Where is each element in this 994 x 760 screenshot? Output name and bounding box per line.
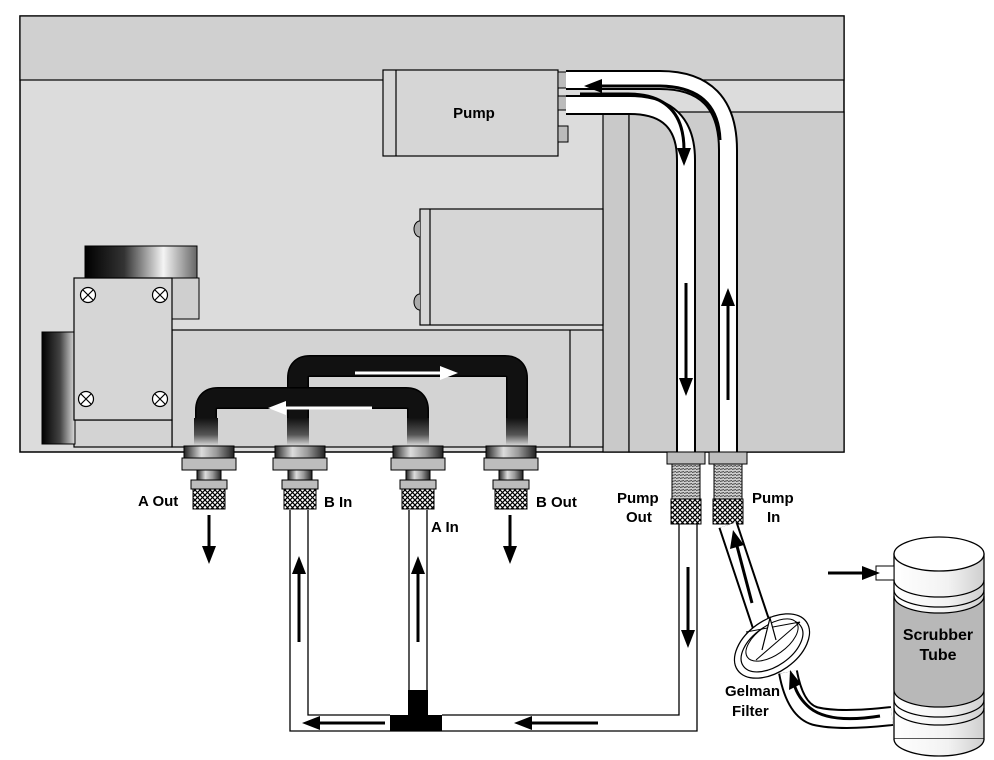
arrow-left-icon (514, 716, 598, 730)
a-in-label: A In (431, 519, 459, 536)
fitting-a-out[interactable] (181, 445, 237, 510)
gelman-label-line2: Filter (732, 703, 769, 720)
scrubber-tube (828, 536, 985, 757)
b-out-label: B Out (536, 494, 577, 511)
fitting-pump-in[interactable] (708, 451, 748, 525)
pump-in-label-line1: Pump (752, 490, 794, 507)
internal-tubing (194, 355, 528, 450)
detector-cell (41, 245, 200, 445)
screw-icon (77, 390, 95, 408)
arrow-up-icon (730, 530, 754, 604)
pump-tubing (566, 70, 738, 460)
scrubber-label-line2: Tube (919, 647, 956, 664)
pump-out-label-line1: Pump (617, 490, 659, 507)
screw-icon (151, 286, 169, 304)
arrow-left-icon (302, 716, 385, 730)
a-out-label: A Out (138, 493, 178, 510)
arrow-curved-icon (584, 79, 722, 141)
arrow-down-icon (202, 515, 216, 564)
fitting-a-in[interactable] (390, 445, 446, 510)
b-in-label: B In (324, 494, 352, 511)
gelman-label-line1: Gelman (725, 683, 780, 700)
arrow-up-icon (721, 288, 735, 400)
arrow-down-icon (681, 567, 695, 648)
arrow-right-icon (828, 566, 880, 580)
screw-icon (79, 286, 97, 304)
arrow-curved-icon (789, 670, 881, 721)
pump-out-label-line2: Out (626, 509, 652, 526)
arrow-down-icon (503, 515, 517, 564)
arrow-up-icon (411, 556, 425, 642)
fitting-pump-out[interactable] (666, 451, 706, 525)
arrow-curved-icon (580, 92, 691, 166)
fitting-b-out[interactable] (483, 445, 539, 510)
scrubber-label-line1: Scrubber (903, 627, 973, 644)
arrow-left-icon (268, 401, 372, 415)
pump-in-label-line2: In (767, 509, 780, 526)
pump-label: Pump (453, 105, 495, 122)
gelman-filter (733, 613, 811, 679)
arrow-up-icon (292, 556, 306, 642)
valve-box (413, 208, 604, 326)
arrow-down-icon (679, 283, 693, 396)
screw-icon (151, 390, 169, 408)
arrow-right-icon (355, 366, 458, 380)
external-tubing (202, 510, 698, 732)
pump-unit: Pump (382, 69, 569, 157)
fitting-b-in[interactable] (272, 445, 328, 510)
